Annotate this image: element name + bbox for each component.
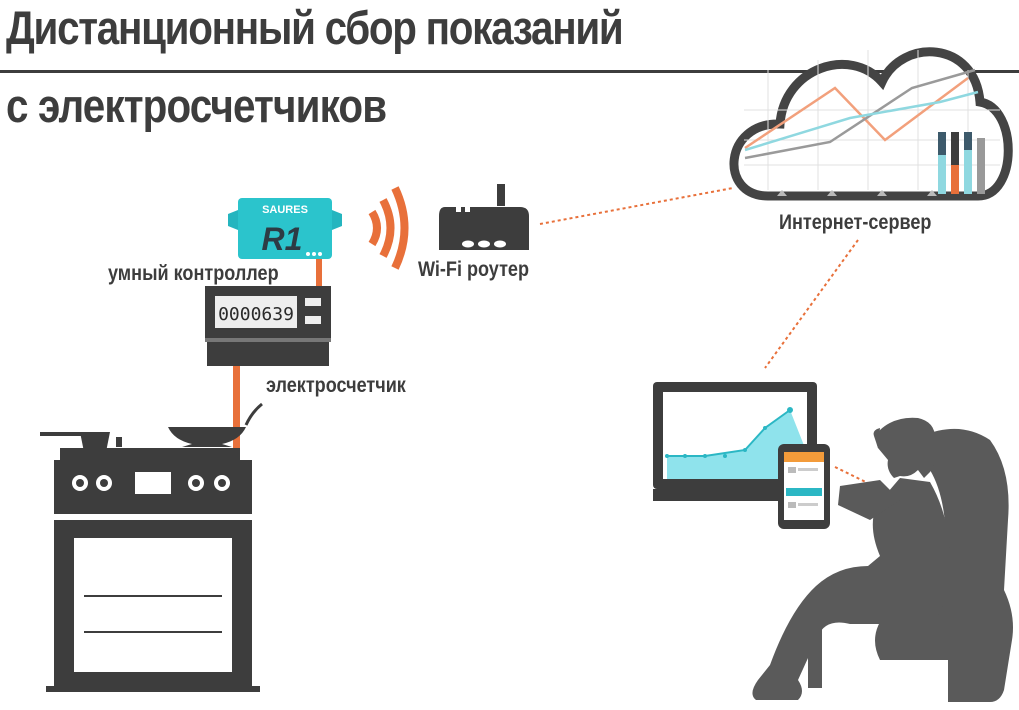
controller-model-text: R1 <box>262 221 303 257</box>
smart-controller-device: SAURES R1 <box>228 198 342 259</box>
meter-wire <box>233 366 240 462</box>
controller-label: умный контроллер <box>108 262 279 285</box>
page-subtitle: с электросчетчиков <box>6 79 387 132</box>
controller-brand-text: SAURES <box>262 204 308 216</box>
electricity-meter: 0000639 <box>205 286 331 366</box>
smartphone-icon <box>778 444 830 529</box>
phone-user-link <box>834 466 879 489</box>
router-label: Wi-Fi роутер <box>418 258 530 281</box>
controller-wire <box>316 248 322 288</box>
server-laptop-link <box>764 239 859 369</box>
user-in-armchair-silhouette <box>752 417 1013 702</box>
electric-stove-icon <box>40 427 260 692</box>
meter-label: электросчетчик <box>266 374 406 397</box>
wifi-signal-icon <box>368 186 409 270</box>
title-divider <box>0 70 1019 73</box>
server-label: Интернет-сервер <box>779 211 932 234</box>
page-title: Дистанционный сбор показаний <box>6 1 624 54</box>
router-icon <box>439 184 529 250</box>
router-server-link <box>539 187 734 225</box>
wire-pointer <box>244 402 263 426</box>
meter-reading: 0000639 <box>218 304 294 325</box>
cloud-icon <box>729 47 1013 201</box>
